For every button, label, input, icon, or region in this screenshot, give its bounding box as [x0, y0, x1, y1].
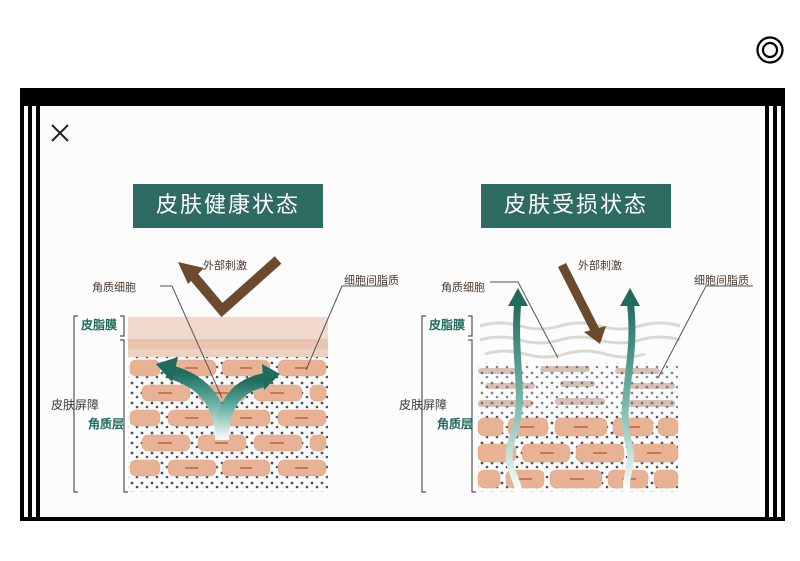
frame-right-bar-2: [773, 106, 777, 521]
corneocyte-label-right: 角质细胞: [441, 281, 485, 294]
frame-right-bar-1: [765, 106, 769, 521]
external-stimulus-label-right: 外部刺激: [578, 259, 622, 272]
frame-top-bar: [20, 88, 785, 106]
intercellular-lipid-label-right: 细胞间脂质: [694, 274, 749, 287]
sebum-film-label-left: 皮脂膜: [81, 318, 118, 332]
damaged-skin-title: 皮肤受损状态: [481, 184, 671, 228]
healthy-skin-title: 皮肤健康状态: [133, 184, 323, 228]
stratum-corneum-label-left: 角质层: [88, 417, 125, 431]
corneocyte-label-left: 角质细胞: [92, 281, 136, 294]
skin-barrier-label-left: 皮肤屏障: [51, 398, 100, 412]
target-icon[interactable]: [756, 36, 784, 64]
frame-left-bar-3: [36, 106, 40, 521]
intercellular-lipid-label-left: 细胞间脂质: [344, 274, 399, 287]
healthy-skin-diagram: [73, 256, 388, 493]
close-icon[interactable]: [50, 123, 70, 143]
frame-right-bar-3: [781, 106, 785, 521]
frame-left-bar-2: [28, 106, 32, 521]
damaged-skin-diagram: [421, 262, 753, 494]
sebum-film-label-right: 皮脂膜: [429, 318, 466, 332]
frame-bottom-bar: [20, 517, 785, 521]
external-stimulus-label-left: 外部刺激: [203, 259, 247, 272]
skin-barrier-label-right: 皮肤屏障: [399, 398, 448, 412]
frame-left-bar-1: [20, 106, 24, 521]
stratum-corneum-label-right: 角质层: [437, 417, 474, 431]
